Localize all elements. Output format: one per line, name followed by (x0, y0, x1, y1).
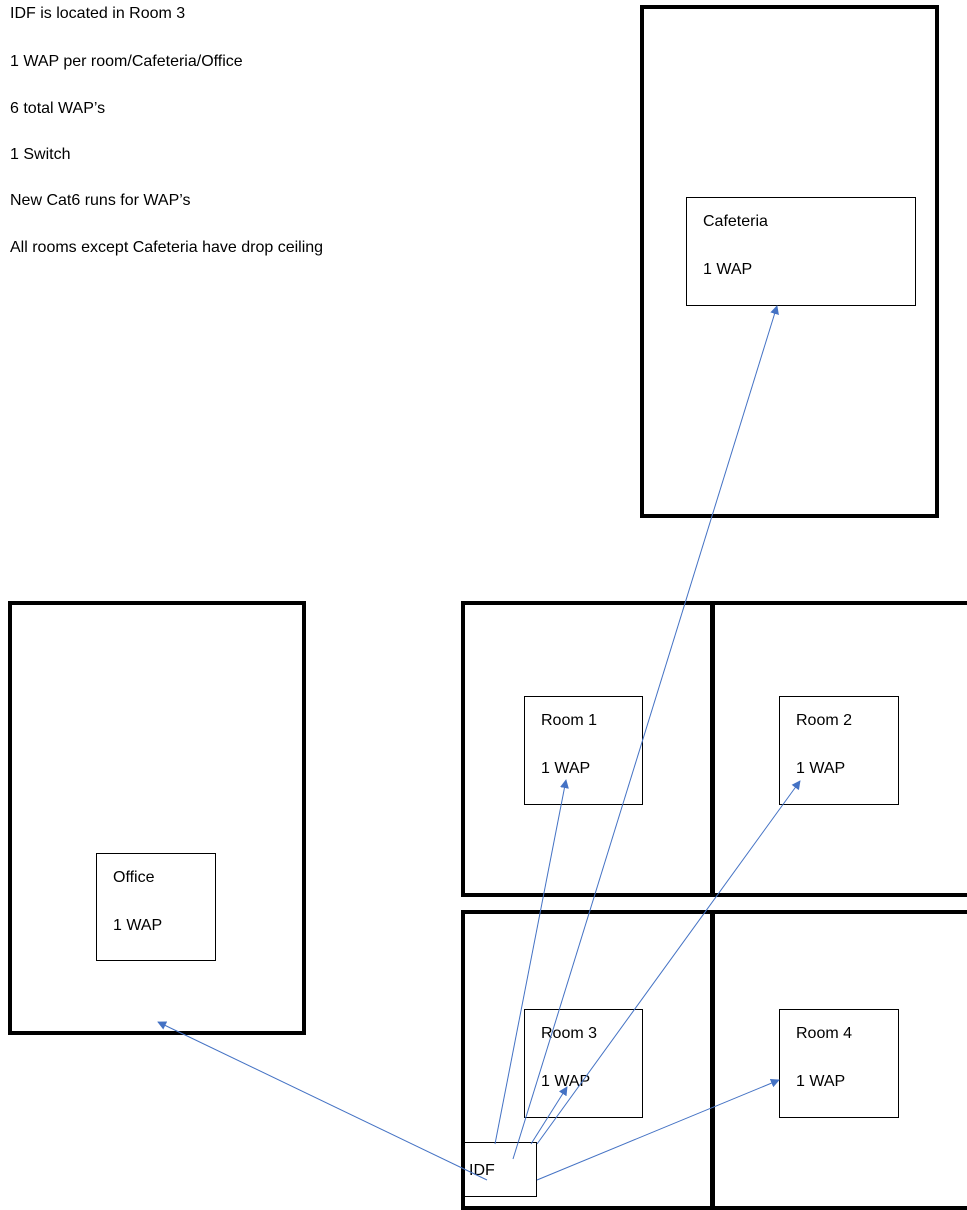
note-idf-location: IDF is located in Room 3 (10, 5, 186, 22)
cafeteria-wap: 1 WAP (703, 261, 753, 278)
office-area (8, 601, 306, 1035)
room2-wap: 1 WAP (796, 760, 846, 777)
cafeteria-label: Cafeteria 1 WAP (686, 197, 916, 306)
room3-name: Room 3 (541, 1025, 598, 1042)
room3-label: Room 3 1 WAP (524, 1009, 643, 1118)
room1-name: Room 1 (541, 712, 598, 729)
cable-to-office (157, 1021, 488, 1181)
cable-to-room2 (536, 780, 801, 1145)
cable-to-room4 (536, 1078, 780, 1181)
idf-box: IDF (464, 1142, 537, 1197)
room2-area (710, 601, 967, 897)
room1-wap: 1 WAP (541, 760, 591, 777)
note-switch: 1 Switch (10, 146, 71, 163)
room4-label: Room 4 1 WAP (779, 1009, 899, 1118)
cafeteria-name: Cafeteria (703, 213, 768, 230)
cable-to-cafeteria (512, 305, 779, 1160)
room2-name: Room 2 (796, 712, 853, 729)
office-label: Office 1 WAP (96, 853, 216, 961)
note-cat6-runs: New Cat6 runs for WAP’s (10, 192, 191, 209)
office-name: Office (113, 869, 155, 886)
cable-to-room1 (494, 779, 569, 1145)
room3-wap: 1 WAP (541, 1073, 591, 1090)
note-wap-per-room: 1 WAP per room/Cafeteria/Office (10, 53, 243, 70)
room4-name: Room 4 (796, 1025, 853, 1042)
room1-label: Room 1 1 WAP (524, 696, 643, 805)
note-drop-ceiling: All rooms except Cafeteria have drop cei… (10, 239, 324, 256)
cable-to-room3 (530, 1086, 568, 1145)
cafeteria-area (640, 5, 939, 518)
note-total-waps: 6 total WAP’s (10, 100, 106, 117)
office-wap: 1 WAP (113, 917, 163, 934)
room4-wap: 1 WAP (796, 1073, 846, 1090)
